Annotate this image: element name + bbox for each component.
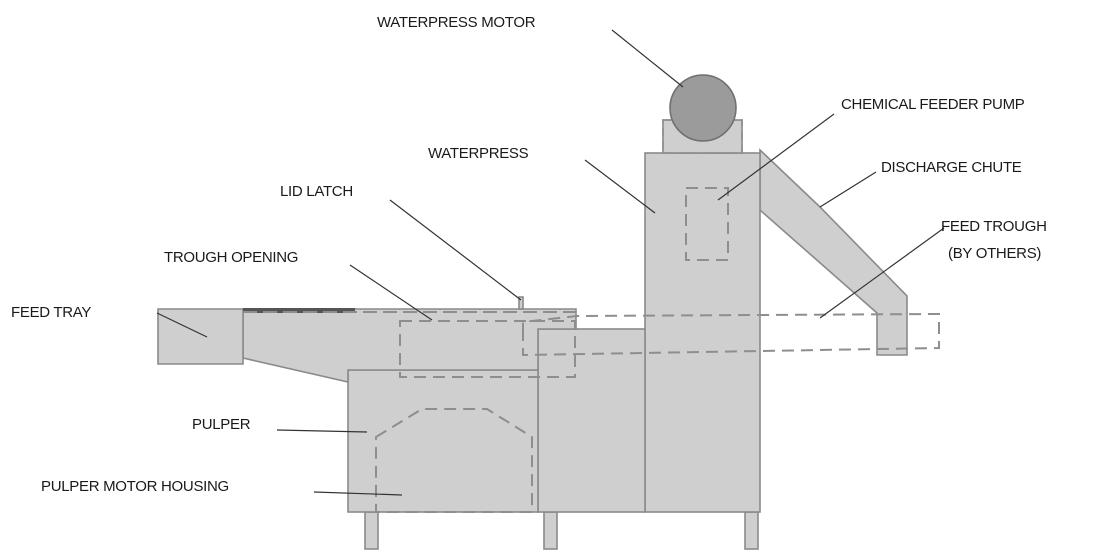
leader-waterpress-motor [611,29,684,88]
pulper-body [347,369,539,513]
leader-trough-opening [349,264,433,321]
label-feed-trough-line2: (BY OTHERS) [948,245,1041,262]
label-chemical-feeder-pump: CHEMICAL FEEDER PUMP [841,96,1025,113]
pulper-leg-right [543,511,558,550]
waterpress-motor [669,74,737,142]
trough-opening-outline [399,320,576,378]
waterpress-body [644,152,761,513]
label-feed-trough-line1: FEED TROUGH [941,218,1047,235]
label-waterpress-motor: WATERPRESS MOTOR [377,14,536,31]
label-pulper: PULPER [192,416,251,433]
discharge-chute [759,148,908,356]
leader-feed-trough [819,227,945,319]
leader-feed-tray [156,312,208,338]
feed-tray [157,308,244,365]
label-lid-latch: LID LATCH [280,183,353,200]
leader-pulper-motor-housing [313,491,403,496]
leader-chemical-feeder-pump [717,113,835,201]
leader-discharge-chute [819,171,877,208]
feed-trough [522,312,940,357]
center-housing [537,328,646,513]
pulper-motor-housing [375,408,533,513]
label-feed-tray: FEED TRAY [11,304,91,321]
leader-lid-latch [389,199,522,301]
label-trough-opening: TROUGH OPENING [164,249,298,266]
label-pulper-motor-housing: PULPER MOTOR HOUSING [41,478,229,495]
waterpress-leg [744,511,759,550]
leader-waterpress [584,159,656,214]
label-waterpress: WATERPRESS [428,145,529,162]
chemical-feeder-pump [685,187,729,261]
pulper-leg-left [364,511,379,550]
lid-latch [518,296,524,310]
pulper-lid [243,308,355,313]
leader-pulper [276,429,368,433]
label-discharge-chute: DISCHARGE CHUTE [881,159,1022,176]
